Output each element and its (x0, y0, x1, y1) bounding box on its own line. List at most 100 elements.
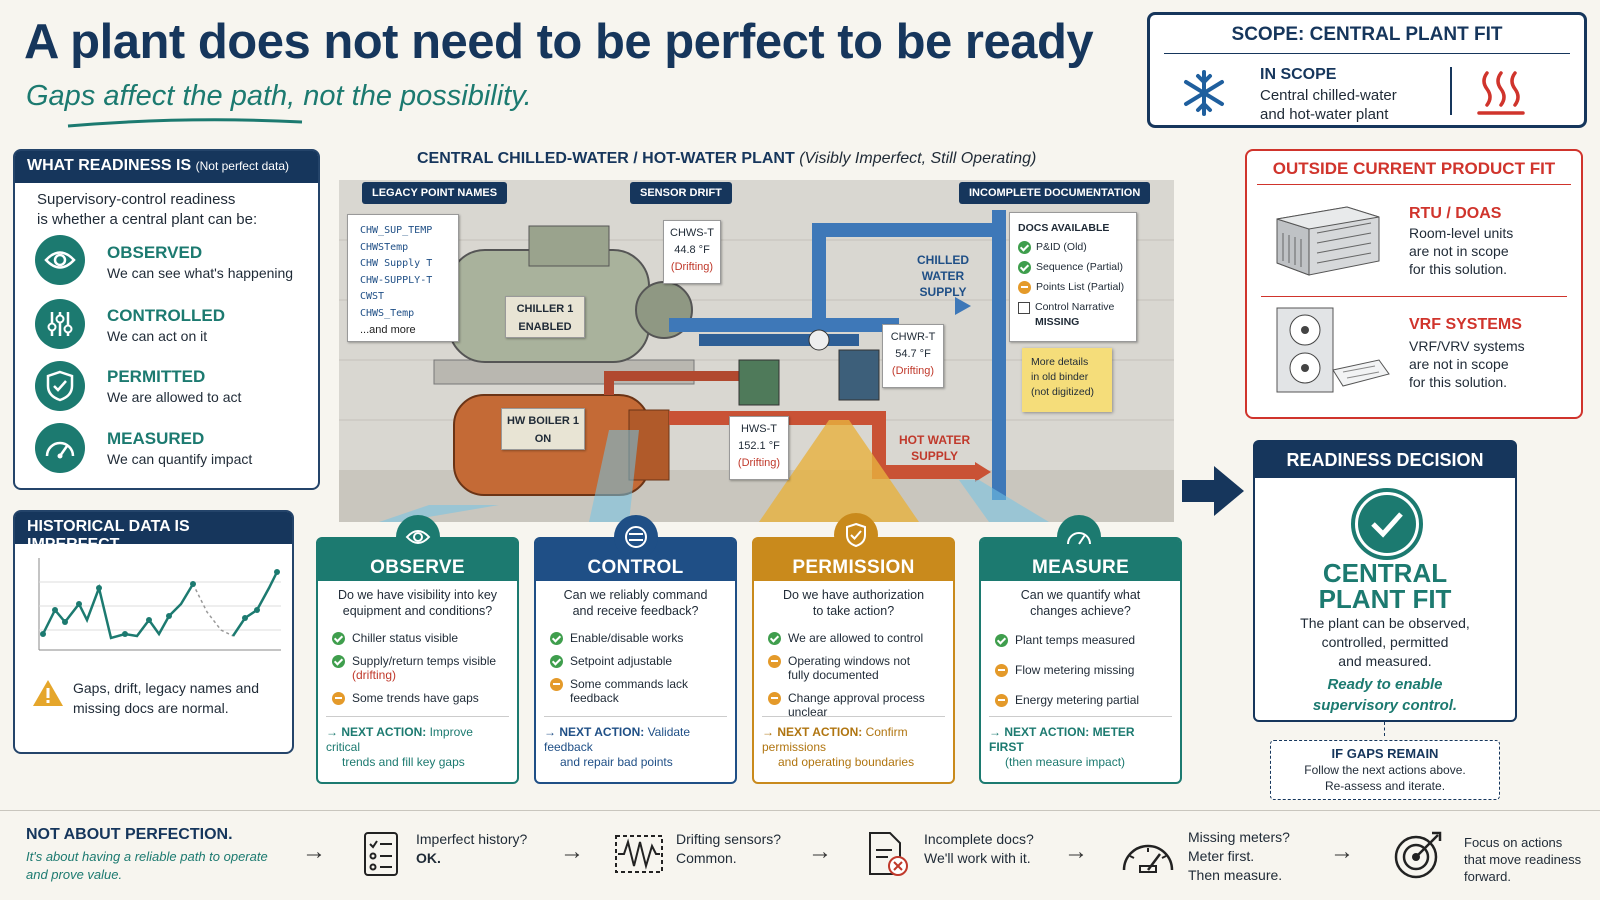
observe-na-1: Improve critical (326, 725, 473, 754)
subtitle-underline (67, 118, 303, 128)
observe-item: Supply/return temps visible (352, 654, 497, 668)
legacy-name: CHWS_Temp (360, 307, 415, 319)
plant-title-main: CENTRAL CHILLED-WATER / HOT-WATER PLANT (417, 150, 795, 167)
chwr-drift: (Drifting) (891, 365, 935, 377)
rtu-title: RTU / DOAS (1409, 205, 1502, 222)
permission-next-action: → NEXT ACTION: Confirm permissions and o… (762, 716, 945, 770)
observe-na-2: trends and fill key gaps (342, 755, 465, 769)
chwr-value: 54.7 °F (895, 348, 931, 360)
decision-d2: controlled, permitted (1321, 634, 1449, 650)
check-icon (550, 655, 563, 668)
doc-points-list: Points List (Partial) (1036, 281, 1125, 293)
check-icon (332, 655, 345, 668)
partial-icon (1018, 281, 1031, 294)
decision-box: READINESS DECISION CENTRAL PLANT FIT The… (1253, 440, 1517, 722)
binder-note: More details in old binder (not digitize… (1022, 348, 1112, 412)
control-question: Can we reliably command and receive feed… (536, 581, 735, 627)
decision-big-2: PLANT FIT (1318, 584, 1452, 614)
chws-drift: (Drifting) (670, 261, 714, 273)
measure-item: Flow metering missing (1015, 663, 1135, 677)
partial-icon (995, 694, 1008, 707)
waveform-icon (615, 835, 663, 873)
plant-title-note: (Visibly Imperfect, Still Operating) (799, 150, 1037, 167)
gaps-title: IF GAPS REMAIN (1331, 746, 1439, 761)
check-icon (768, 632, 781, 645)
history-header: HISTORICAL DATA IS IMPERFECT (15, 512, 292, 553)
observe-item-note: (drifting) (352, 668, 397, 682)
vrf-line-2: are not in scope (1409, 356, 1509, 372)
decision-r2: supervisory control. (1312, 697, 1458, 714)
gaps-remain-box: IF GAPS REMAIN Follow the next actions a… (1270, 740, 1500, 800)
footer-meters-l3: Then measure. (1188, 867, 1283, 883)
chilled-water-label: CHILLED WATER SUPPLY (917, 252, 969, 300)
decision-d1: The plant can be observed, (1300, 615, 1470, 631)
observe-question: Do we have visibility into key equipment… (318, 581, 517, 627)
control-item: Enable/disable works (570, 631, 684, 645)
permission-card: PERMISSION Do we have authorization to t… (752, 537, 955, 784)
footer-item-focus: Focus on actions that move readiness for… (1464, 834, 1581, 885)
scope-box: SCOPE: CENTRAL PLANT FIT IN SCOPE Centra… (1147, 12, 1587, 128)
measure-na-2: (then measure impact) (1005, 755, 1126, 769)
chws-label: CHWS-T (670, 227, 714, 239)
rtu-line-3: for this solution. (1409, 261, 1508, 277)
permission-q2: to take action? (812, 604, 895, 618)
permission-item: Change approval process (788, 691, 925, 705)
permitted-title: PERMITTED (107, 367, 206, 386)
observe-next-action: → NEXT ACTION: Improve critical trends a… (326, 716, 509, 770)
boiler-label-line-1: HW BOILER 1 (506, 415, 580, 427)
footer-meters-l1: Missing meters? (1188, 829, 1290, 845)
hot-water-label: HOT WATER SUPPLY (899, 432, 970, 464)
control-card: CONTROL Can we reliably command and rece… (534, 537, 737, 784)
permission-q1: Do we have authorization (782, 588, 925, 602)
permission-item-cont: fully documented (788, 668, 879, 682)
footer-sub-2: and prove value. (26, 867, 123, 882)
observe-eye-badge-icon (396, 515, 440, 559)
measure-question: Can we quantify what changes achieve? (981, 581, 1180, 627)
permission-shield-badge-icon (834, 513, 878, 557)
footer-sub: It's about having a reliable path to ope… (26, 848, 268, 884)
page-subtitle: Gaps affect the path, not the possibilit… (26, 80, 532, 112)
footer-focus-l2: that move readiness (1464, 852, 1582, 867)
chilled-line-1: CHILLED (917, 253, 969, 267)
gaps-line-1: Follow the next actions above. (1304, 763, 1466, 777)
vrf-line-1: VRF/VRV systems (1409, 338, 1525, 354)
page-title: A plant does not need to be perfect to b… (24, 15, 1094, 69)
readiness-header-note: (Not perfect data) (195, 159, 289, 173)
partial-icon (550, 678, 563, 691)
readiness-intro-1: Supervisory-control readiness (37, 191, 236, 208)
chiller-label: CHILLER 1 ENABLED (505, 296, 585, 338)
footer-item-history: Imperfect history? OK. (416, 830, 527, 868)
vrf-title: VRF SYSTEMS (1409, 316, 1522, 333)
tag-incomplete-documentation: INCOMPLETE DOCUMENTATION (959, 182, 1151, 204)
check-icon (995, 634, 1008, 647)
legacy-name: CWST (360, 291, 385, 302)
check-icon (1018, 261, 1031, 274)
footer-arrow-icon: → (1064, 838, 1088, 865)
note-line-1: More details (1031, 356, 1089, 368)
check-icon (550, 632, 563, 645)
measure-q2: changes achieve? (1030, 604, 1131, 618)
document-x-icon (869, 832, 908, 876)
rtu-unit-icon (1276, 206, 1380, 276)
control-na-label: NEXT ACTION: (559, 725, 645, 739)
measure-gauge-badge-icon (1057, 515, 1101, 559)
permission-na-1: Confirm permissions (762, 725, 908, 754)
permission-na-2: and operating boundaries (778, 755, 915, 769)
permission-na-label: NEXT ACTION: (777, 725, 863, 739)
gaps-line-2: Re-assess and iterate. (1324, 779, 1446, 793)
legacy-names-card: CHW_SUP_TEMP CHWSTemp CHW Supply T CHW-S… (347, 214, 459, 342)
decision-desc: The plant can be observed, controlled, p… (1255, 614, 1515, 671)
legacy-name: CHW Supply T (360, 258, 433, 269)
observe-item: Chiller status visible (352, 631, 459, 645)
decision-big-text: CENTRAL PLANT FIT (1255, 560, 1515, 612)
plant-illustration: LEGACY POINT NAMES SENSOR DRIFT INCOMPLE… (339, 180, 1174, 522)
footer-bar (0, 810, 1600, 900)
controlled-desc: We can act on it (107, 328, 208, 344)
history-box: HISTORICAL DATA IS IMPERFECT Gaps, drift… (13, 510, 294, 754)
history-sparkline (38, 558, 281, 651)
empty-box-icon (1018, 301, 1030, 314)
readiness-header: WHAT READINESS IS (Not perfect data) (15, 151, 318, 183)
outside-box: OUTSIDE CURRENT PRODUCT FIT RTU / DOAS R… (1245, 149, 1583, 419)
doc-control-narrative: Control Narrative (1035, 301, 1115, 313)
meter-gauge-icon (1122, 844, 1174, 873)
